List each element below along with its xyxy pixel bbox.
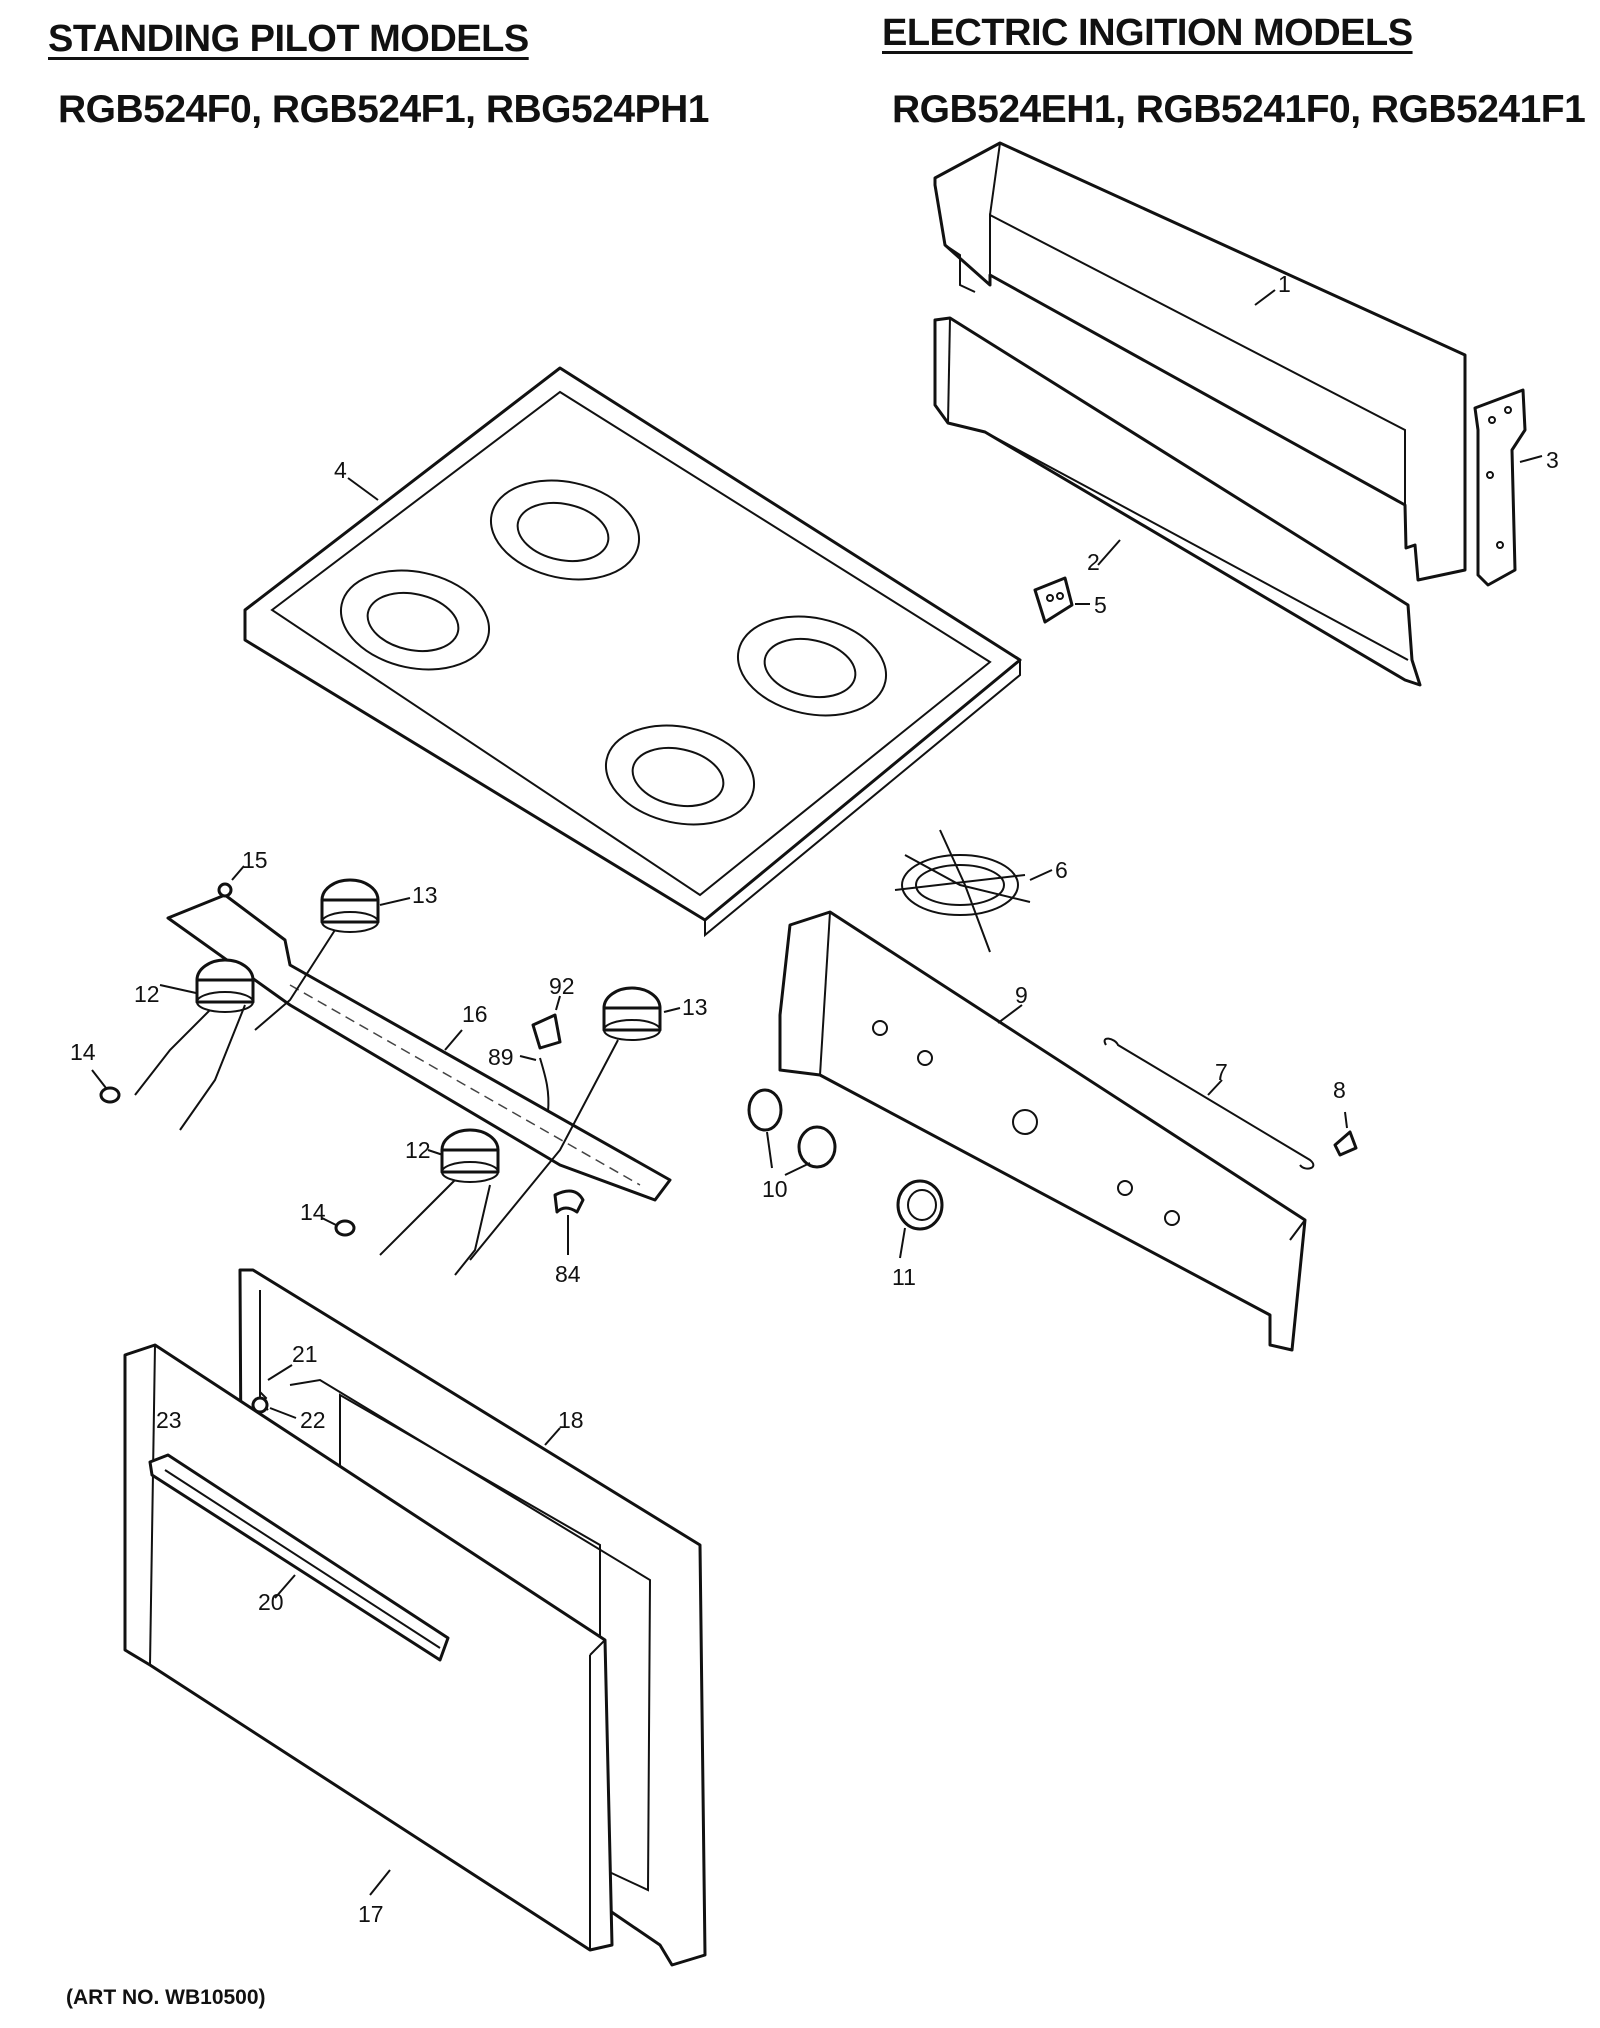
ignitor-bracket-part — [531, 1013, 562, 1050]
oven-knob-part — [896, 1179, 944, 1231]
callout-1: 1 — [1278, 271, 1291, 297]
cooktop-part — [243, 366, 1022, 938]
callout-15: 15 — [242, 847, 268, 873]
retainer-clip-part — [553, 1189, 585, 1214]
callout-14a: 14 — [70, 1039, 96, 1065]
control-knob-part — [747, 1088, 837, 1169]
standing-pilot-heading: STANDING PILOT MODELS — [48, 18, 529, 60]
callout-22: 22 — [300, 1407, 326, 1433]
backguard-cover-part — [933, 141, 1467, 582]
electric-ignition-model-list: RGB524EH1, RGB5241F0, RGB5241F1 — [892, 88, 1586, 131]
callout-13a: 13 — [412, 882, 438, 908]
callout-92: 92 — [549, 973, 575, 999]
side-bracket-part — [1473, 388, 1527, 587]
callout-2: 2 — [1087, 549, 1100, 575]
callout-21: 21 — [292, 1341, 318, 1367]
burner-support-part — [166, 893, 672, 1202]
callout-14b: 14 — [300, 1199, 326, 1225]
callout-84: 84 — [555, 1261, 581, 1287]
door-handle-part — [148, 1453, 450, 1662]
callout-10: 10 — [762, 1176, 788, 1202]
callout-12a: 12 — [134, 981, 160, 1007]
oven-door-part — [123, 1343, 614, 1952]
art-number: (ART NO. WB10500) — [66, 1986, 266, 2009]
burner-clip-part — [334, 1219, 356, 1237]
backguard-panel-part — [933, 316, 1422, 687]
callout-13b: 13 — [682, 994, 708, 1020]
callout-3: 3 — [1546, 447, 1559, 473]
callout-11: 11 — [892, 1264, 916, 1290]
callout-23: 23 — [156, 1407, 182, 1433]
callout-20: 20 — [258, 1589, 284, 1615]
standing-pilot-model-list: RGB524F0, RGB524F1, RBG524PH1 — [58, 88, 709, 131]
callout-5: 5 — [1094, 592, 1107, 618]
burner-clip-part — [99, 1086, 121, 1104]
ignitor-wire-part — [539, 1057, 550, 1113]
burner-assembly-part — [134, 878, 662, 1276]
callout-18: 18 — [558, 1407, 584, 1433]
control-panel-part — [778, 910, 1307, 1352]
callout-6: 6 — [1055, 857, 1068, 883]
callout-8: 8 — [1333, 1077, 1346, 1103]
callout-89: 89 — [488, 1044, 514, 1070]
callout-16: 16 — [462, 1001, 488, 1027]
clip-part — [1033, 576, 1074, 624]
screw-part — [1333, 1130, 1358, 1157]
bypass-wire-part — [1103, 1037, 1315, 1170]
electric-ignition-heading: ELECTRIC INGITION MODELS — [882, 12, 1413, 54]
callout-12b: 12 — [405, 1137, 431, 1163]
callout-4: 4 — [334, 457, 347, 483]
callout-9: 9 — [1015, 982, 1028, 1008]
door-bumper-part — [251, 1396, 269, 1414]
burner-grate-part — [894, 829, 1031, 953]
pilot-screw-part — [217, 882, 233, 898]
callout-7: 7 — [1215, 1059, 1228, 1085]
callout-17: 17 — [358, 1901, 384, 1927]
